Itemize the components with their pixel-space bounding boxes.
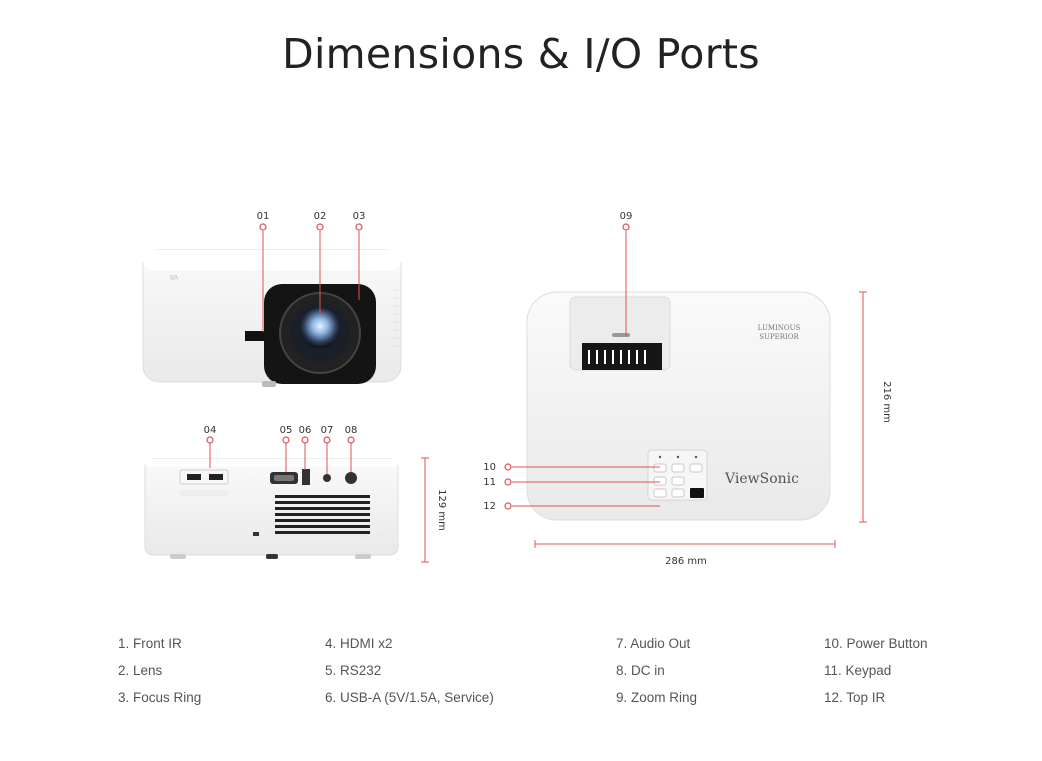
luminous-badge-line2: SUPERIOR: [759, 333, 799, 341]
keypad: [647, 449, 708, 501]
dimension-lines: [421, 291, 867, 563]
legend-item: 8. DC in: [616, 663, 665, 678]
callout-dots: [206, 223, 630, 510]
legend-column-3: 7. Audio Out 8. DC in 9. Zoom Ring: [616, 630, 697, 711]
depth-dimension: 216 mm: [881, 381, 892, 423]
viewsonic-logo: ViewSonic: [724, 471, 799, 487]
callout-09: 09: [620, 211, 633, 222]
callout-10: 10: [483, 462, 496, 473]
legend-item: 11. Keypad: [824, 663, 892, 678]
usb-port: [302, 469, 310, 485]
legend-column-2: 4. HDMI x2 5. RS232 6. USB-A (5V/1.5A, S…: [325, 630, 494, 711]
legend-item: 4. HDMI x2: [325, 636, 393, 651]
legend-item: 12. Top IR: [824, 690, 886, 705]
legend-item: 9. Zoom Ring: [616, 690, 698, 705]
callout-03: 03: [353, 211, 366, 222]
port-legend: 1. Front IR 2. Lens 3. Focus Ring 4. HDM…: [0, 630, 1042, 730]
luminous-badge-line1: LUMINOUS: [758, 324, 801, 332]
svg-text:VS: VS: [170, 273, 178, 279]
legend-column-4: 10. Power Button 11. Keypad 12. Top IR: [824, 630, 928, 711]
legend-item: 1. Front IR: [118, 636, 182, 651]
top-view: LUMINOUS SUPERIOR ViewSonic: [526, 291, 831, 521]
callout-04: 04: [204, 425, 217, 436]
callout-07: 07: [321, 425, 334, 436]
dc-in: [345, 472, 357, 484]
callout-lines: [209, 231, 660, 507]
front-ir: [245, 331, 275, 341]
callout-08: 08: [345, 425, 358, 436]
callout-05: 05: [280, 425, 293, 436]
page-title: Dimensions & I/O Ports: [282, 30, 760, 78]
legend-item: 6. USB-A (5V/1.5A, Service): [325, 690, 494, 705]
hdmi-ports: [179, 469, 229, 485]
top-ir: [690, 488, 704, 498]
front-view: VS: [142, 249, 402, 387]
audio-out: [323, 474, 331, 482]
legend-item: 3. Focus Ring: [118, 690, 202, 705]
callout-01: 01: [257, 211, 270, 222]
legend-item: 2. Lens: [118, 663, 163, 678]
legend-item: 7. Audio Out: [616, 636, 691, 651]
legend-item: 10. Power Button: [824, 636, 928, 651]
legend-column-1: 1. Front IR 2. Lens 3. Focus Ring: [118, 630, 201, 711]
legend-item: 5. RS232: [325, 663, 382, 678]
callout-06: 06: [299, 425, 312, 436]
width-dimension: 286 mm: [665, 556, 707, 567]
rear-vent: [275, 495, 370, 534]
callout-02: 02: [314, 211, 327, 222]
rear-view: [144, 458, 399, 559]
lens: [300, 308, 340, 348]
callout-11: 11: [483, 477, 496, 488]
height-dimension: 129 mm: [436, 489, 447, 531]
callout-12: 12: [483, 501, 496, 512]
